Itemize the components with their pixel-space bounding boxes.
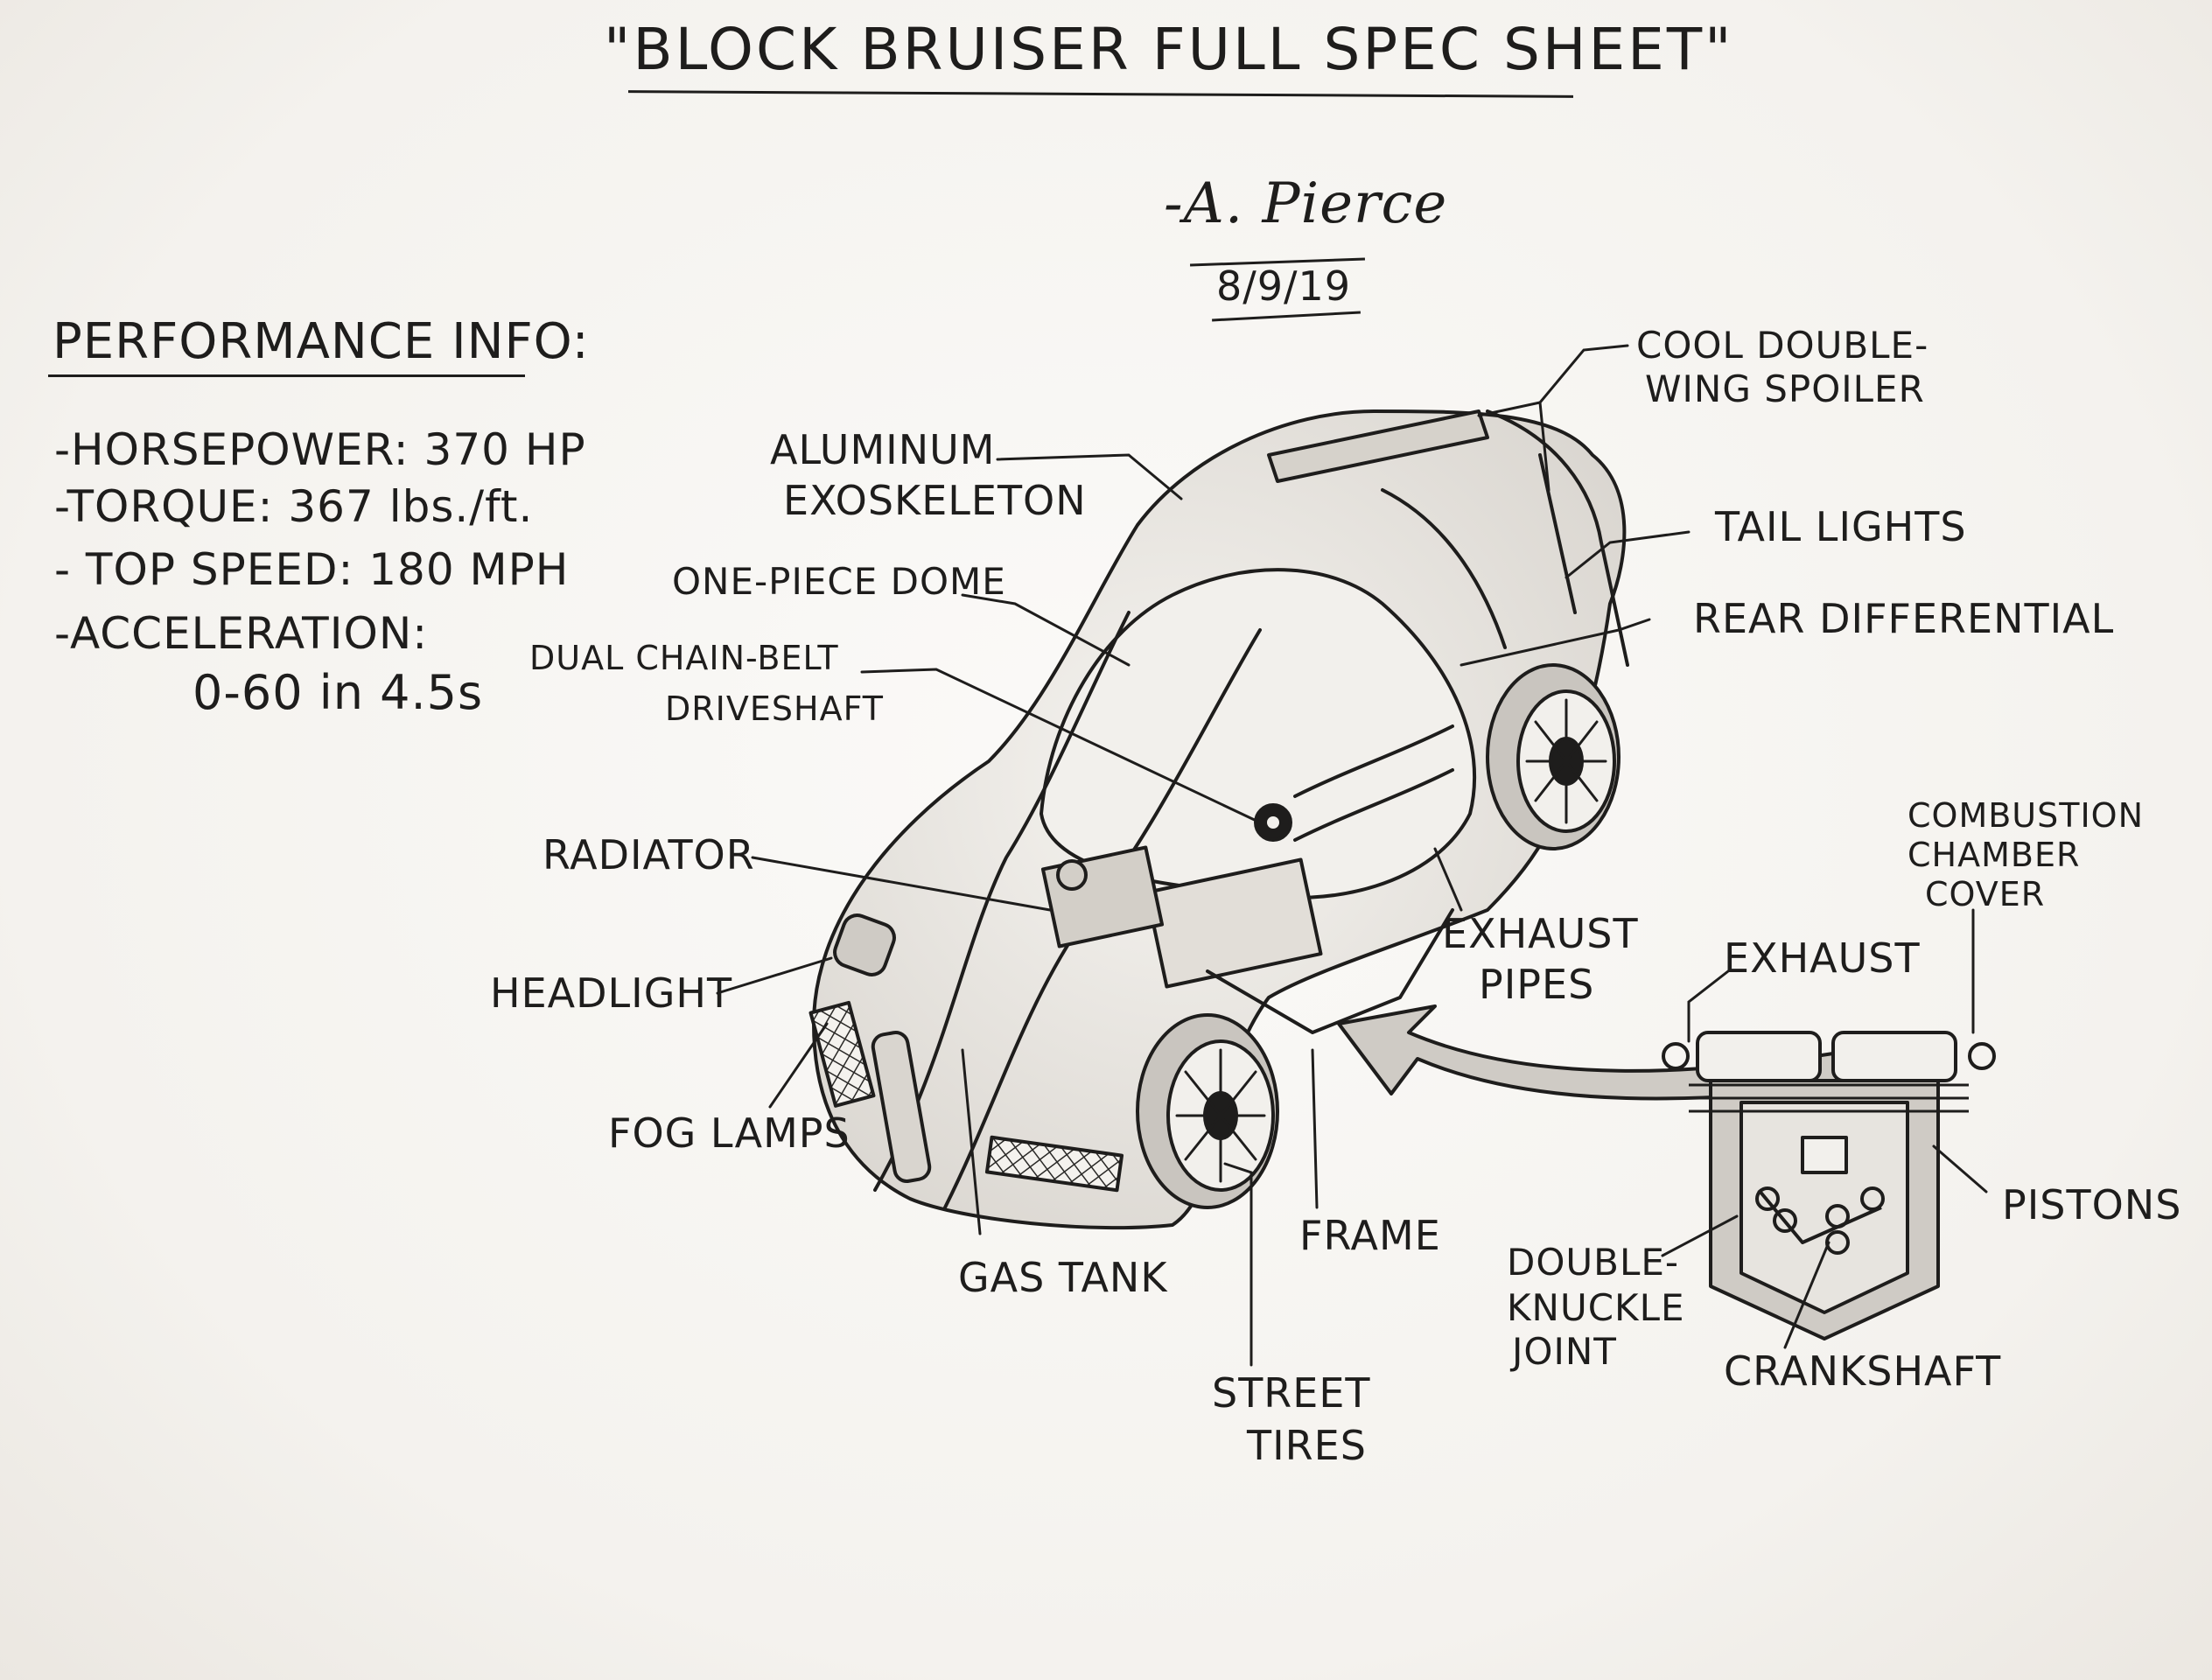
label-dome: ONE-PIECE DOME: [672, 560, 1006, 603]
label-street-tires-line2: TIRES: [1247, 1422, 1367, 1469]
leader-exhaust-pipes: [1433, 847, 1463, 912]
leader-dome: [961, 593, 1130, 667]
leader-exoskeleton: [996, 453, 1183, 500]
leader-tires: [1223, 1162, 1253, 1367]
sheet-title: "BLOCK BRUISER FULL SPEC SHEET": [604, 16, 1734, 83]
label-knuckle-line1: DOUBLE-: [1507, 1241, 1680, 1284]
horsepower-spec: -HORSEPOWER: 370 HP: [54, 424, 586, 475]
label-exhaust-pipes-line1: EXHAUST: [1442, 910, 1639, 957]
label-gas-tank: GAS TANK: [958, 1254, 1168, 1301]
label-tail-lights: TAIL LIGHTS: [1715, 503, 1967, 550]
label-frame: FRAME: [1299, 1212, 1441, 1259]
label-driveshaft-line1: DUAL CHAIN-BELT: [529, 639, 839, 677]
performance-heading: PERFORMANCE INFO:: [52, 313, 590, 370]
label-exhaust: EXHAUST: [1724, 934, 1921, 982]
label-knuckle-line3: JOINT: [1512, 1330, 1617, 1373]
label-combustion-line3: COVER: [1925, 875, 2046, 914]
leader-rear-diff: [1460, 618, 1651, 667]
engine-inset: [1662, 1031, 1996, 1340]
leader-frame: [1311, 1048, 1319, 1209]
label-spoiler-line1: COOL DOUBLE-: [1636, 324, 1929, 367]
label-pistons: PISTONS: [2002, 1181, 2182, 1228]
leader-radiator: [751, 856, 1052, 912]
acceleration-spec: -ACCELERATION:: [54, 608, 429, 659]
label-exoskeleton-line2: EXOSKELETON: [783, 477, 1087, 524]
label-headlight: HEADLIGHT: [490, 970, 733, 1017]
leader-exhaust: [1687, 970, 1730, 1043]
performance-underline: [48, 374, 525, 377]
leader-knuckle: [1661, 1214, 1739, 1257]
date: 8/9/19: [1216, 262, 1352, 310]
signature: -A. Pierce: [1164, 172, 1448, 236]
leader-gas-tank: [961, 1048, 982, 1236]
top-speed-spec: - TOP SPEED: 180 MPH: [54, 544, 570, 595]
leader-driveshaft: [860, 668, 1262, 824]
label-radiator: RADIATOR: [542, 831, 755, 878]
leader-fog-lamps: [768, 1022, 829, 1109]
label-fog-lamps: FOG LAMPS: [608, 1110, 850, 1157]
label-exoskeleton-line1: ALUMINUM: [770, 426, 996, 473]
label-exhaust-pipes-line2: PIPES: [1479, 961, 1595, 1008]
label-combustion-line2: CHAMBER: [1908, 836, 2081, 874]
label-combustion-line1: COMBUSTION: [1908, 796, 2144, 835]
leader-headlight: [716, 956, 833, 995]
spoiler-shape: [1267, 410, 1489, 483]
acceleration-value: 0-60 in 4.5s: [192, 665, 484, 720]
leader-pistons: [1932, 1144, 1988, 1194]
label-street-tires-line1: STREET: [1212, 1369, 1371, 1417]
label-driveshaft-line2: DRIVESHAFT: [665, 690, 884, 728]
label-spoiler-line2: WING SPOILER: [1645, 368, 1925, 410]
leader-tail-lights: [1564, 530, 1690, 579]
torque-spec: -TORQUE: 367 lbs./ft.: [54, 481, 534, 532]
leader-spoiler: [1477, 344, 1629, 417]
label-knuckle-line2: KNUCKLE: [1507, 1286, 1685, 1329]
leader-crankshaft: [1783, 1241, 1830, 1349]
label-crankshaft: CRANKSHAFT: [1724, 1348, 2002, 1395]
label-rear-differential: REAR DIFFERENTIAL: [1693, 595, 2115, 642]
